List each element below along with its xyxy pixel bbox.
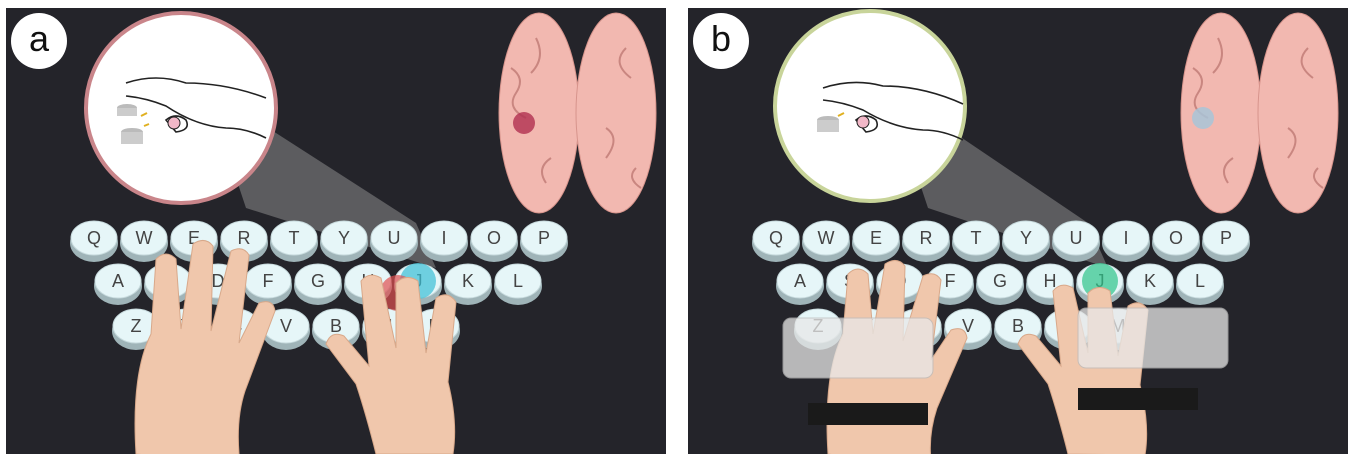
- key-u: U: [1052, 221, 1100, 262]
- key-label: E: [870, 228, 882, 248]
- key-label: B: [1012, 316, 1024, 336]
- key-label: Y: [1020, 228, 1032, 248]
- brain-illustration: [499, 13, 656, 213]
- key-label: U: [1070, 228, 1083, 248]
- key-o: O: [1152, 221, 1200, 262]
- key-p: P: [1202, 221, 1250, 262]
- panel-label: b: [693, 13, 749, 69]
- key-label: I: [441, 228, 446, 248]
- key-label: O: [1169, 228, 1183, 248]
- key-i: I: [1102, 221, 1150, 262]
- key-l: L: [494, 264, 542, 305]
- key-a: A: [94, 264, 142, 305]
- key-label: F: [945, 271, 956, 291]
- key-label: Z: [131, 316, 142, 336]
- key-o: O: [470, 221, 518, 262]
- key-label: L: [513, 271, 523, 291]
- key-u: U: [370, 221, 418, 262]
- panel-a: QWERTYUIOPASDFGHJKLZXCVBNM a: [6, 8, 666, 454]
- key-label: A: [112, 271, 124, 291]
- key-label: P: [1220, 228, 1232, 248]
- key-label: G: [311, 271, 325, 291]
- key-p: P: [520, 221, 568, 262]
- key-k: K: [1126, 264, 1174, 305]
- key-w: W: [802, 221, 850, 262]
- key-label: H: [1044, 271, 1057, 291]
- keyboard: QWERTYUIOPASDFGHJKLZXCVBNM: [70, 221, 568, 350]
- zoom-inset: [86, 13, 276, 203]
- key-a: A: [776, 264, 824, 305]
- key-label: Q: [87, 228, 101, 248]
- panel-b: QWERTYUIOPASDFGHJKLZXCVBNM b: [688, 8, 1348, 454]
- key-label: G: [993, 271, 1007, 291]
- key-label: A: [794, 271, 806, 291]
- zoom-inset: [775, 11, 965, 201]
- key-label: K: [1144, 271, 1156, 291]
- key-label: Q: [769, 228, 783, 248]
- key-q: Q: [752, 221, 800, 262]
- key-label: W: [818, 228, 835, 248]
- key-label: F: [263, 271, 274, 291]
- key-label: T: [971, 228, 982, 248]
- key-r: R: [902, 221, 950, 262]
- key-label: W: [136, 228, 153, 248]
- key-label: I: [1123, 228, 1128, 248]
- brain-activation-spot: [513, 112, 535, 134]
- key-i: I: [420, 221, 468, 262]
- scene-b: QWERTYUIOPASDFGHJKLZXCVBNM: [688, 8, 1348, 454]
- key-label: O: [487, 228, 501, 248]
- key-label: R: [920, 228, 933, 248]
- key-label: T: [289, 228, 300, 248]
- key-y: Y: [1002, 221, 1050, 262]
- key-label: P: [538, 228, 550, 248]
- brain-illustration: [1181, 13, 1338, 213]
- brain-activation-spot: [1192, 107, 1214, 129]
- panel-label: a: [11, 13, 67, 69]
- key-label: U: [388, 228, 401, 248]
- key-label: B: [330, 316, 342, 336]
- key-label: Y: [338, 228, 350, 248]
- scene-a: QWERTYUIOPASDFGHJKLZXCVBNM: [6, 8, 666, 454]
- key-label: R: [238, 228, 251, 248]
- key-label: K: [462, 271, 474, 291]
- key-t: T: [952, 221, 1000, 262]
- key-y: Y: [320, 221, 368, 262]
- key-g: G: [294, 264, 342, 305]
- key-label: L: [1195, 271, 1205, 291]
- key-f: F: [244, 264, 292, 305]
- key-q: Q: [70, 221, 118, 262]
- key-g: G: [976, 264, 1024, 305]
- key-t: T: [270, 221, 318, 262]
- key-label: V: [280, 316, 292, 336]
- key-l: L: [1176, 264, 1224, 305]
- key-e: E: [852, 221, 900, 262]
